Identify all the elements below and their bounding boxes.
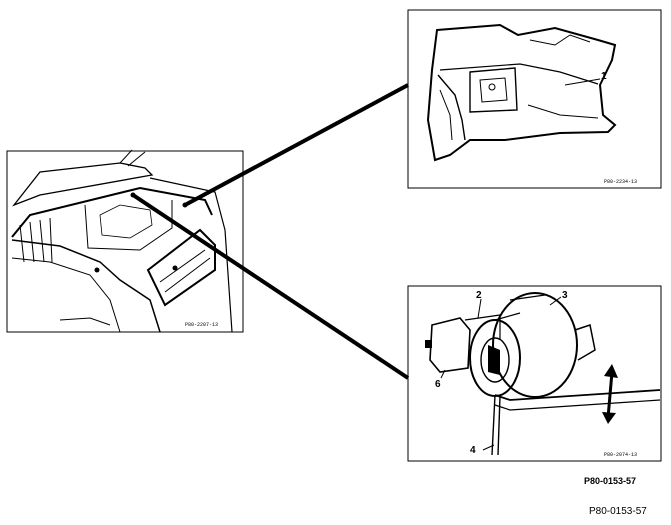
- footer-code: P80-0153-57: [589, 506, 647, 517]
- callout-4: 4: [470, 445, 476, 456]
- callout-6: 6: [435, 379, 441, 390]
- bottom-panel-ref: P80-2074-13: [604, 452, 637, 458]
- connector-lines: [130, 83, 410, 380]
- callout-2: 2: [476, 290, 482, 301]
- jack-assembly-panel: 2 3 4 6 P80-2074-13: [407, 285, 662, 462]
- trunk-lining-panel: 1 P80-2234-13: [407, 9, 662, 189]
- figure-code: P80-0153-57: [584, 476, 636, 486]
- callout-3: 3: [562, 290, 568, 301]
- left-panel-ref: P80-2207-13: [185, 322, 218, 328]
- trunk-overview-panel: P80-2207-13: [6, 149, 244, 333]
- top-panel-ref: P80-2234-13: [604, 179, 637, 185]
- callout-1: 1: [601, 71, 607, 82]
